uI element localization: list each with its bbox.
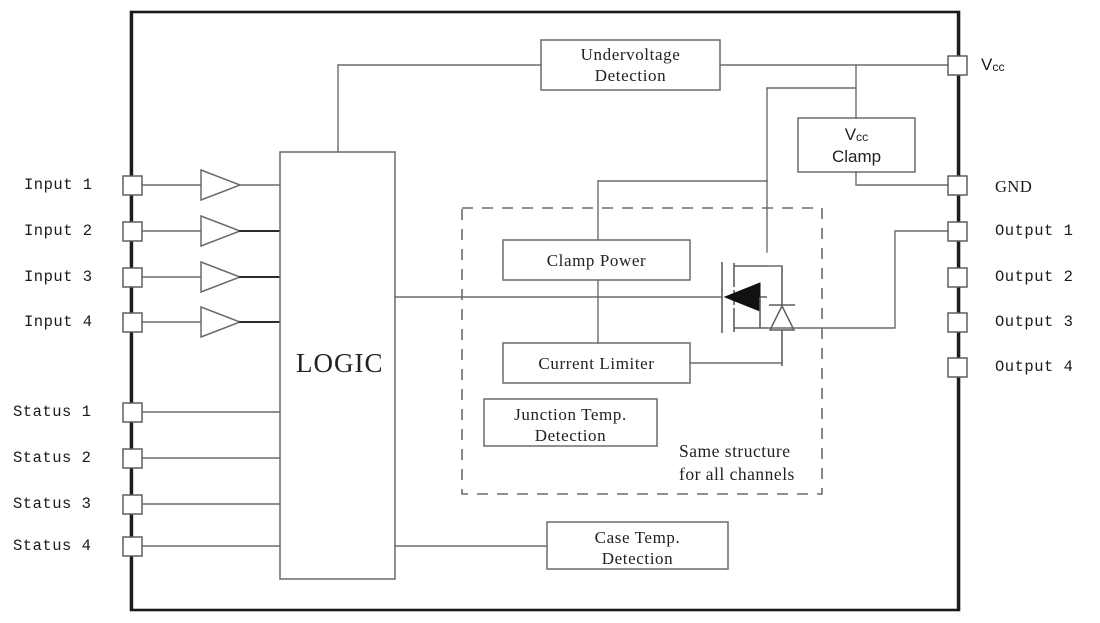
label-input-4: Input 4 (24, 313, 93, 331)
label-input-1: Input 1 (24, 176, 93, 194)
pin-status-2 (122, 448, 143, 469)
pin-status-3 (122, 494, 143, 515)
pin-status-1 (122, 402, 143, 423)
pin-output-3 (947, 312, 968, 333)
label-output-4: Output 4 (995, 358, 1074, 376)
vcc-clamp-subscript: cc (856, 130, 869, 144)
label-output-2: Output 2 (995, 268, 1074, 286)
label-undervoltage-detection: Undervoltage Detection (580, 45, 681, 86)
undervoltage-detection-block (540, 39, 721, 91)
pin-input-2 (122, 221, 143, 242)
vcc-subscript: cc (992, 60, 1005, 74)
buffer-input-4 (200, 305, 243, 339)
pin-output-2 (947, 267, 968, 288)
case-temp-detection-block (546, 521, 729, 570)
clamp-power-block (502, 239, 691, 281)
label-status-3: Status 3 (13, 495, 92, 513)
pin-input-3 (122, 267, 143, 288)
pin-gnd (947, 175, 968, 196)
label-output-3: Output 3 (995, 313, 1074, 331)
junction-temp-detection-block (483, 398, 658, 447)
label-logic-block: LOGIC (296, 348, 384, 378)
pin-status-4 (122, 536, 143, 557)
annotation-same-structure: Same structure for all channels (679, 441, 795, 484)
label-input-2: Input 2 (24, 222, 93, 240)
mosfet-body-diode-arrow (723, 282, 761, 312)
vcc-main: V (981, 55, 993, 74)
pin-vcc (947, 55, 968, 76)
label-junction-temp-detection: Junction Temp. Detection (514, 405, 627, 446)
label-status-2: Status 2 (13, 449, 92, 467)
label-current-limiter: Current Limiter (538, 354, 655, 373)
buffer-input-2 (200, 214, 243, 248)
wire-uv-to-logic (337, 64, 542, 153)
channel-boundary-dashed (461, 207, 823, 495)
label-pin-vcc: Vcc (981, 55, 1005, 75)
pin-output-1 (947, 221, 968, 242)
label-output-1: Output 1 (995, 222, 1074, 240)
label-clamp-power: Clamp Power (546, 251, 647, 270)
clamp-diode-triangle (768, 304, 796, 331)
wire-channel-to-output-1 (766, 230, 949, 329)
wire-vcc-clamp-to-gnd (855, 171, 949, 186)
buffer-input-3 (200, 260, 243, 294)
pin-output-4 (947, 357, 968, 378)
label-case-temp-detection: Case Temp. Detection (594, 528, 681, 569)
vcc-clamp-line2: Clamp (831, 147, 882, 167)
vcc-clamp-line1: V (844, 125, 857, 144)
label-status-4: Status 4 (13, 537, 92, 555)
wire-vcc-clamp-top-feed (766, 87, 857, 119)
pin-input-4 (122, 312, 143, 333)
label-pin-gnd: GND (995, 177, 1033, 196)
logic-block (279, 151, 396, 580)
current-limiter-block (502, 342, 691, 384)
vcc-clamp-block (797, 117, 916, 173)
label-input-3: Input 3 (24, 268, 93, 286)
buffer-input-1 (200, 168, 243, 202)
pin-input-1 (122, 175, 143, 196)
label-status-1: Status 1 (13, 403, 92, 421)
package-outline (129, 10, 961, 612)
